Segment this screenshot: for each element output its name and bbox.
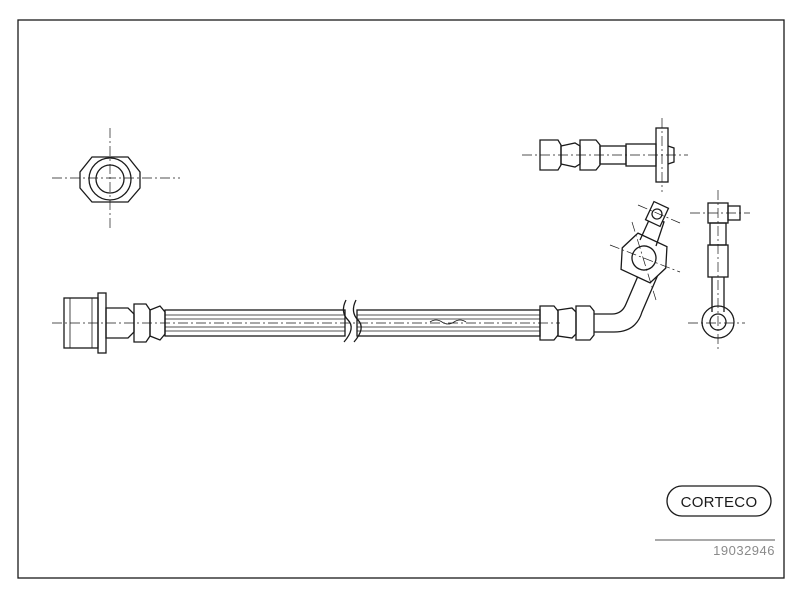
hose-segment-left	[164, 309, 346, 337]
fitting-side-view-right	[688, 190, 750, 352]
drawing-frame	[17, 19, 785, 579]
break-mark	[342, 299, 352, 343]
bent-tube	[594, 261, 645, 315]
brake-hose-main-view	[52, 200, 681, 354]
banjo-fitting-side-view	[522, 118, 688, 192]
fitting-end-view	[52, 128, 180, 228]
corteco-logo: CORTECO	[666, 485, 772, 517]
part-number: 19032946	[713, 543, 775, 558]
logo-text: CORTECO	[681, 494, 758, 511]
logo-badge	[666, 485, 772, 517]
